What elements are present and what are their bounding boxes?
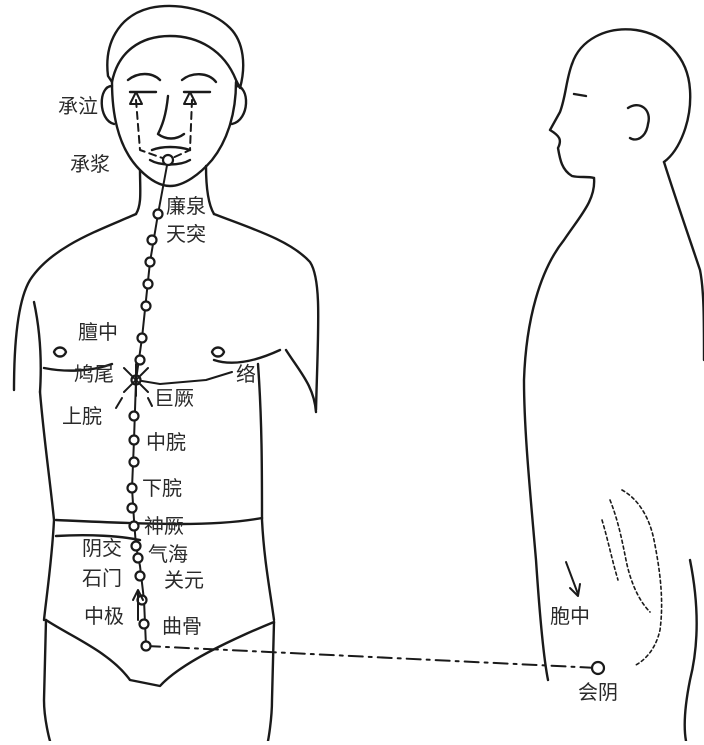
point-chest-2 [144,280,153,289]
point-danzhong [138,334,147,343]
shangwan-dash-left [116,398,122,408]
label-zhongji: 中极 [84,606,124,626]
side-ear [628,105,649,139]
label-shangwan: 上脘 [62,406,102,426]
point-tiantu [148,236,157,245]
point-abd-4 [128,504,137,513]
label-danzhong: 膻中 [78,322,118,342]
point-zhongji [140,620,149,629]
label-qugu: 曲骨 [162,616,202,636]
front-nipple-right [212,348,224,357]
front-brow-left [128,74,160,80]
triangle-icon-right [184,92,196,104]
point-yinjiao [132,542,141,551]
front-leg-left [44,620,50,741]
front-nipple-left [54,348,66,357]
eye-markers [130,92,196,104]
point-chengjiang [163,155,173,165]
label-guanyuan: 关元 [164,570,204,590]
front-leg-right [268,622,274,741]
label-baozhong: 胞中 [550,606,590,626]
side-spine-3 [602,520,618,580]
point-chest-1 [146,258,155,267]
front-shorts [46,620,274,686]
side-back-lower [685,560,697,741]
jiuwei-burst [124,364,148,396]
front-neck-right [206,166,214,214]
front-brow-right [182,74,216,82]
front-nose [158,96,184,139]
label-qihai: 气海 [148,544,188,564]
front-torso-left [40,392,54,620]
label-juque: 巨厥 [154,388,194,408]
label-zhongwan: 中脘 [146,432,186,452]
front-arm-inner-left [34,302,41,392]
point-chest-5 [136,356,145,365]
shangwan-dash-right [148,398,152,406]
point-qugu [142,642,151,651]
side-spine [622,490,662,666]
front-neck-left [136,170,140,214]
point-shimen [136,572,145,581]
label-luo: 络 [236,364,256,384]
face-branch-right [168,100,192,160]
side-head [572,29,690,162]
point-abd-2 [130,458,139,467]
front-arm-inner-right [286,350,316,412]
point-qihai [134,554,143,563]
front-torso-right [258,364,274,620]
point-shenque [130,522,139,531]
label-shimen: 石门 [82,568,122,588]
front-shoulder-right [214,214,318,410]
luo-branch [136,372,232,384]
point-lianquan [154,210,163,219]
label-yinjiao: 阴交 [82,538,122,558]
label-huiyin: 会阴 [578,682,618,702]
label-chengjiang: 承浆 [70,154,110,174]
point-shangwan [130,412,139,421]
side-face [550,64,594,178]
point-chest-3 [142,302,151,311]
point-xiawan [128,484,137,493]
side-back-line [664,162,704,360]
label-jiuwei: 鸠尾 [74,364,114,384]
point-zhongwan [130,436,139,445]
side-eye [574,94,586,96]
label-chengqi: 承泣 [58,96,98,116]
label-xiawan: 下脘 [142,478,182,498]
front-face [112,82,236,186]
side-spine-2 [610,500,650,612]
side-figure [524,29,704,741]
front-mouth [152,147,190,150]
huiyin-connector [146,646,598,668]
label-shenque: 神厥 [144,516,184,536]
label-tiantu: 天突 [166,224,206,244]
point-huiyin [592,662,604,674]
front-hair [107,6,243,88]
label-lianquan: 廉泉 [166,196,206,216]
